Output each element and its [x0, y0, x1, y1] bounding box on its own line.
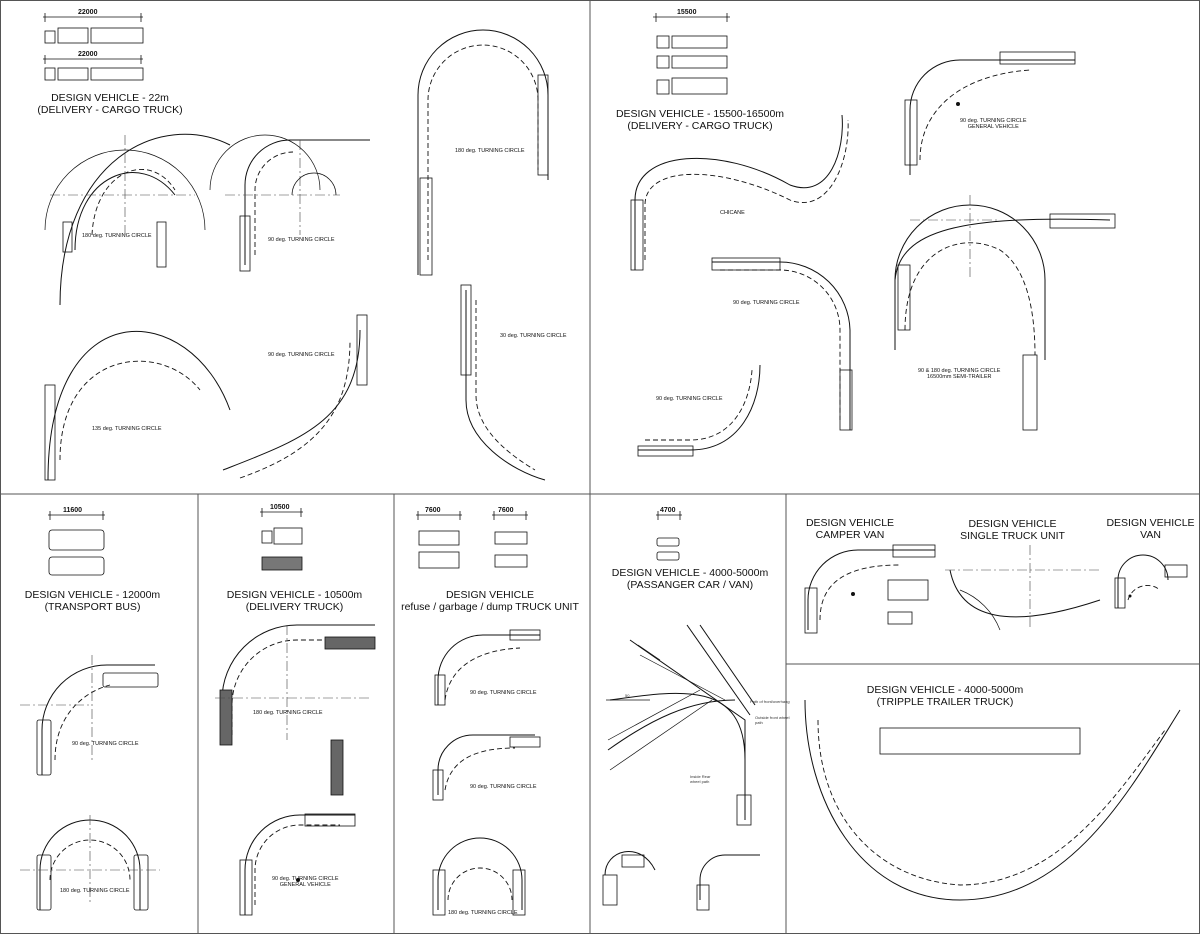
title-delivery-truck: DESIGN VEHICLE - 10500m (DELIVERY TRUCK) — [212, 589, 377, 613]
dim-7600-a: 7600 — [425, 507, 441, 514]
vehicles-on-path — [36, 51, 1188, 916]
label-refuse-180: 180 deg. TURNING CIRCLE — [448, 910, 518, 916]
label-180-turning-a: 180 deg. TURNING CIRCLE — [82, 233, 152, 239]
title-tripple-trailer-line1: DESIGN VEHICLE - 4000-5000m — [866, 684, 1024, 696]
title-van-line1: DESIGN VEHICLE — [1106, 517, 1195, 529]
label-90-turning-d: 90 deg. TURNING CIRCLE — [656, 396, 723, 402]
label-bus-90: 90 deg. TURNING CIRCLE — [72, 741, 139, 747]
label-path-front: Path of front/overhang — [750, 699, 790, 704]
car-radial-lines — [606, 644, 726, 771]
title-van: DESIGN VEHICLE VAN — [1103, 517, 1198, 541]
swept-circles — [44, 134, 1001, 631]
center-marks — [296, 102, 1132, 882]
title-delivery-truck-line2: (DELIVERY TRUCK) — [245, 601, 344, 614]
dimension-lines — [43, 13, 730, 520]
dim-15500: 15500 — [677, 9, 697, 16]
label-dt-180: 180 deg. TURNING CIRCLE — [253, 710, 323, 716]
label-semi-trailer-line1: 90 & 180 deg. TURNING CIRCLE — [918, 368, 1001, 374]
label-inside-wheel: Inside Rear wheel path — [690, 774, 711, 784]
label-90-turning-b: 90 deg. TURNING CIRCLE — [268, 352, 335, 358]
title-22m-line1: DESIGN VEHICLE - 22m — [51, 92, 169, 104]
title-van-line2: VAN — [1140, 529, 1161, 542]
vehicle-outlines — [44, 27, 728, 576]
title-15500: DESIGN VEHICLE - 15500-16500m (DELIVERY … — [610, 108, 790, 132]
label-general-vehicle-2-line1: 90 deg. TURNING CIRCLE — [272, 876, 339, 882]
title-15500-line1: DESIGN VEHICLE - 15500-16500m — [615, 108, 785, 120]
label-general-vehicle-1: 90 deg. TURNING CIRCLE GENERAL VEHICLE — [960, 118, 1027, 131]
label-outside-wheel: Outside front wheel path — [755, 715, 790, 725]
title-passenger-car-line2: (PASSANGER CAR / VAN) — [626, 579, 754, 592]
label-135-turning: 135 deg. TURNING CIRCLE — [92, 426, 162, 432]
label-general-vehicle-2: 90 deg. TURNING CIRCLE GENERAL VEHICLE — [272, 876, 339, 889]
title-camper-van-line2: CAMPER VAN — [815, 529, 885, 542]
dim-4700: 4700 — [660, 507, 676, 514]
dim-22000-b: 22000 — [78, 51, 98, 58]
title-passenger-car-line1: DESIGN VEHICLE - 4000-5000m — [611, 567, 769, 579]
label-bus-180: 180 deg. TURNING CIRCLE — [60, 888, 130, 894]
label-refuse-90-a: 90 deg. TURNING CIRCLE — [470, 690, 537, 696]
title-tripple-trailer: DESIGN VEHICLE - 4000-5000m (TRIPPLE TRA… — [855, 684, 1035, 708]
label-90-turning-c: 90 deg. TURNING CIRCLE — [733, 300, 800, 306]
title-bus-line1: DESIGN VEHICLE - 12000m — [24, 589, 161, 601]
label-30-turning: 30 deg. TURNING CIRCLE — [500, 333, 567, 339]
title-passenger-car: DESIGN VEHICLE - 4000-5000m (PASSANGER C… — [600, 567, 780, 591]
turning-paths-solid — [39, 29, 1181, 915]
title-single-truck: DESIGN VEHICLE SINGLE TRUCK UNIT — [955, 518, 1070, 542]
dim-11600: 11600 — [63, 507, 83, 514]
title-15500-line2: (DELIVERY - CARGO TRUCK) — [627, 120, 773, 133]
label-chicane: CHICANE — [720, 210, 745, 216]
title-single-truck-line1: DESIGN VEHICLE — [968, 518, 1057, 530]
title-camper-van-line1: DESIGN VEHICLE — [805, 517, 895, 529]
title-22m-line2: (DELIVERY - CARGO TRUCK) — [37, 104, 183, 117]
label-general-vehicle-1-line2: GENERAL VEHICLE — [967, 124, 1019, 131]
label-general-vehicle-1-line1: 90 deg. TURNING CIRCLE — [960, 118, 1027, 124]
title-refuse-truck: DESIGN VEHICLE refuse / garbage / dump T… — [400, 589, 580, 613]
label-semi-trailer-line2: 16500mm SEMI-TRAILER — [926, 374, 992, 381]
turning-paths-dashed — [49, 44, 1166, 905]
title-22m: DESIGN VEHICLE - 22m (DELIVERY - CARGO T… — [20, 92, 200, 116]
construction-lines — [20, 135, 1100, 905]
label-90-turning-a: 90 deg. TURNING CIRCLE — [268, 237, 335, 243]
label-refuse-90-b: 90 deg. TURNING CIRCLE — [470, 784, 537, 790]
title-refuse-truck-line2: refuse / garbage / dump TRUCK UNIT — [401, 601, 579, 614]
dim-10500: 10500 — [270, 504, 290, 511]
title-tripple-trailer-line2: (TRIPPLE TRAILER TRUCK) — [876, 696, 1014, 709]
title-camper-van: DESIGN VEHICLE CAMPER VAN — [795, 517, 905, 541]
title-single-truck-line2: SINGLE TRUCK UNIT — [960, 530, 1065, 543]
title-refuse-truck-line1: DESIGN VEHICLE — [445, 589, 535, 601]
label-car-road: 50 — [625, 693, 630, 698]
label-semi-trailer: 90 & 180 deg. TURNING CIRCLE 16500mm SEM… — [918, 368, 1000, 381]
title-delivery-truck-line1: DESIGN VEHICLE - 10500m — [226, 589, 363, 601]
label-180-turning-b: 180 deg. TURNING CIRCLE — [455, 148, 525, 154]
label-general-vehicle-2-line2: GENERAL VEHICLE — [279, 882, 331, 889]
dim-7600-b: 7600 — [498, 507, 514, 514]
dim-22000-a: 22000 — [78, 9, 98, 16]
title-bus-line2: (TRANSPORT BUS) — [44, 601, 141, 614]
title-bus: DESIGN VEHICLE - 12000m (TRANSPORT BUS) — [10, 589, 175, 613]
